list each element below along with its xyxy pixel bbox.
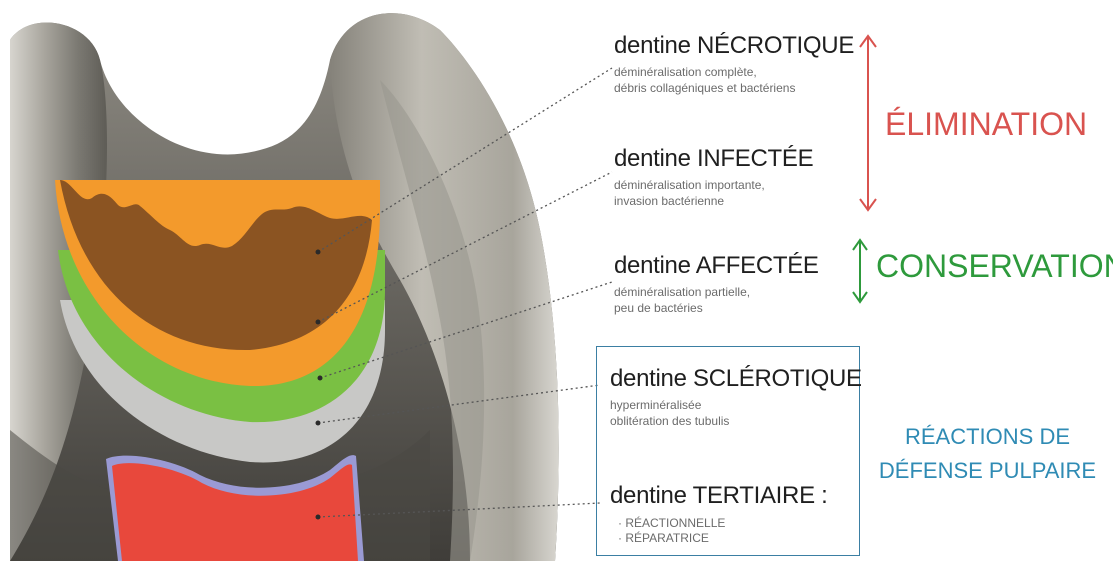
label-sclerotique-title: dentine SCLÉROTIQUE xyxy=(610,365,862,393)
category-reactions-line-1: RÉACTIONS DE xyxy=(875,420,1100,454)
category-reactions: RÉACTIONS DE DÉFENSE PULPAIRE xyxy=(875,420,1100,488)
label-infectee-name: INFECTÉE xyxy=(697,145,813,172)
label-necrotique-name: NÉCROTIQUE xyxy=(697,32,854,59)
elimination-arrow xyxy=(860,36,876,210)
label-sclerotique-desc-line-1: hyperminéralisée xyxy=(610,397,862,413)
label-necrotique-desc-line-2: débris collagéniques et bactériens xyxy=(614,80,854,96)
label-tertiaire-prefix: dentine xyxy=(610,482,687,509)
label-affectee-name: AFFECTÉE xyxy=(696,252,819,279)
label-affectee-title: dentine AFFECTÉE xyxy=(614,252,819,280)
label-necrotique-desc-line-1: déminéralisation complète, xyxy=(614,64,854,80)
label-infectee-prefix: dentine xyxy=(614,145,691,172)
label-necrotique-prefix: dentine xyxy=(614,32,691,59)
label-infectee: dentine INFECTÉE déminéralisation import… xyxy=(614,145,813,209)
label-infectee-desc-line-2: invasion bactérienne xyxy=(614,193,813,209)
label-infectee-desc: déminéralisation importante, invasion ba… xyxy=(614,177,813,209)
label-tertiaire-title: dentine TERTIAIRE : xyxy=(610,482,828,510)
label-affectee-prefix: dentine xyxy=(614,252,691,279)
label-affectee-desc-line-2: peu de bactéries xyxy=(614,300,819,316)
label-tertiaire: dentine TERTIAIRE : RÉACTIONNELLE RÉPARA… xyxy=(610,482,828,546)
tertiaire-bullet-reparatrice: RÉPARATRICE xyxy=(618,531,828,546)
label-tertiaire-bullets: RÉACTIONNELLE RÉPARATRICE xyxy=(610,516,828,546)
label-infectee-title: dentine INFECTÉE xyxy=(614,145,813,173)
label-necrotique: dentine NÉCROTIQUE déminéralisation comp… xyxy=(614,32,854,96)
label-affectee-desc: déminéralisation partielle, peu de bacté… xyxy=(614,284,819,316)
category-conservation: CONSERVATION xyxy=(876,248,1113,285)
tertiaire-bullet-reactionnelle: RÉACTIONNELLE xyxy=(618,516,828,531)
label-tertiaire-name: TERTIAIRE : xyxy=(693,482,828,509)
label-affectee-desc-line-1: déminéralisation partielle, xyxy=(614,284,819,300)
label-necrotique-title: dentine NÉCROTIQUE xyxy=(614,32,854,60)
label-sclerotique-name: SCLÉROTIQUE xyxy=(693,365,862,392)
label-affectee: dentine AFFECTÉE déminéralisation partie… xyxy=(614,252,819,316)
label-sclerotique-desc-line-2: oblitération des tubulis xyxy=(610,413,862,429)
label-necrotique-desc: déminéralisation complète, débris collag… xyxy=(614,64,854,96)
category-elimination: ÉLIMINATION xyxy=(885,106,1087,143)
category-reactions-line-2: DÉFENSE PULPAIRE xyxy=(875,454,1100,488)
label-sclerotique: dentine SCLÉROTIQUE hyperminéralisée obl… xyxy=(610,365,862,429)
label-sclerotique-desc: hyperminéralisée oblitération des tubuli… xyxy=(610,397,862,429)
conservation-arrow xyxy=(853,240,867,302)
label-infectee-desc-line-1: déminéralisation importante, xyxy=(614,177,813,193)
label-sclerotique-prefix: dentine xyxy=(610,365,687,392)
